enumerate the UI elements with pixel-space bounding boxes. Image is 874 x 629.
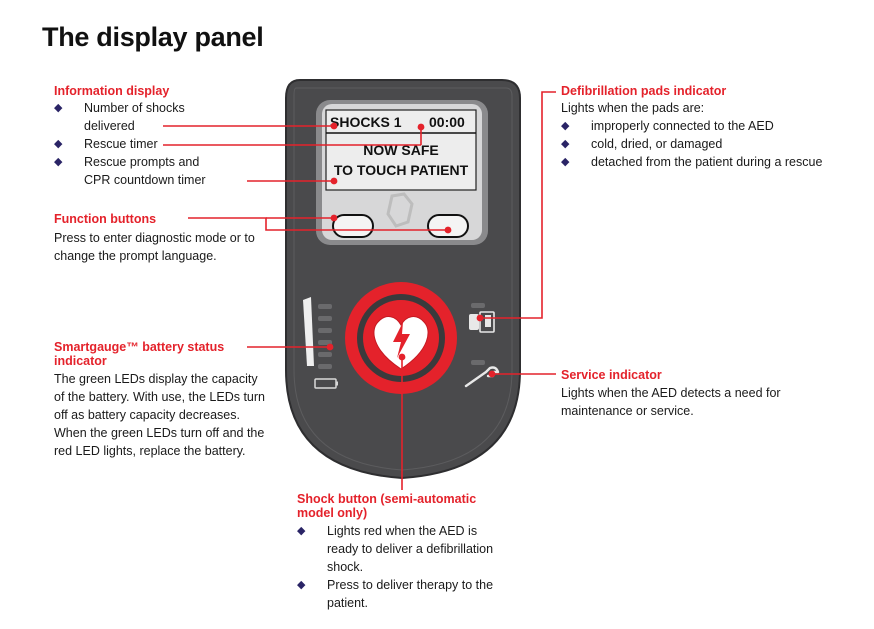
lightning-icon <box>393 322 410 358</box>
pads-connector-icon <box>469 311 495 333</box>
list-item: cold, dried, or damaged <box>561 135 826 153</box>
shock-button-heading: Shock button (semi-automatic model only) <box>297 492 477 520</box>
shock-button-list: Lights red when the AED is ready to deli… <box>297 522 507 612</box>
pads-intro: Lights when the pads are: <box>561 101 705 115</box>
page-title: The display panel <box>42 22 264 52</box>
list-item: Number of shocks delivered <box>54 99 244 135</box>
screen-prompt-line1: NOW SAFE <box>363 142 438 158</box>
service-text: Lights when the AED detects a need for m… <box>561 386 781 418</box>
leader-dots <box>326 122 496 378</box>
battery-gauge-wedge <box>303 297 314 366</box>
battery-text: The green LEDs display the capacity of t… <box>54 372 265 458</box>
screen-shocks-text: SHOCKS 1 <box>330 114 402 130</box>
info-display-list: Number of shocks delivered Rescue timer … <box>54 99 244 189</box>
lcd-screen <box>325 109 477 191</box>
screen-timer-text: 00:00 <box>429 114 465 130</box>
function-button-left[interactable] <box>332 214 374 238</box>
service-heading: Service indicator <box>561 368 662 382</box>
list-item: Rescue prompts and CPR countdown timer <box>54 153 244 189</box>
info-display-heading: Information display <box>54 84 170 98</box>
pads-list: improperly connected to the AED cold, dr… <box>561 117 826 171</box>
list-item: detached from the patient during a rescu… <box>561 153 826 171</box>
battery-heading: Smartgauge™ battery status indicator <box>54 340 225 368</box>
list-item: improperly connected to the AED <box>561 117 826 135</box>
list-item: Rescue timer <box>54 135 244 153</box>
battery-leds <box>318 304 332 369</box>
screen-prompt-line2: TO TOUCH PATIENT <box>334 162 469 178</box>
battery-icon <box>314 378 338 389</box>
brand-watermark-icon <box>386 192 414 228</box>
list-item: Lights red when the AED is ready to deli… <box>297 522 507 576</box>
function-buttons-heading: Function buttons <box>54 212 157 226</box>
wrench-icon <box>464 366 500 388</box>
function-button-right[interactable] <box>427 214 469 238</box>
function-buttons-text: Press to enter diagnostic mode or to cha… <box>54 231 255 263</box>
list-item: Press to deliver therapy to the patient. <box>297 576 507 612</box>
pads-heading: Defibrillation pads indicator <box>561 84 727 98</box>
